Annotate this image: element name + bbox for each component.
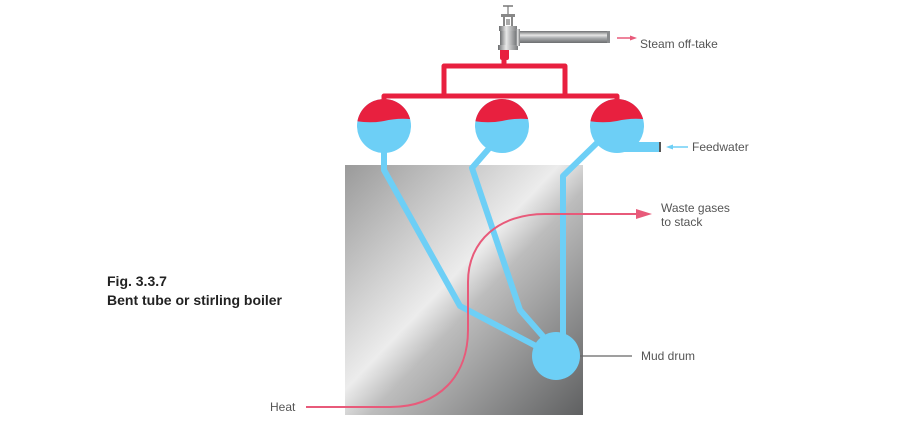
figure-caption: Fig. 3.3.7 Bent tube or stirling boiler [107,272,282,310]
mud-drum [532,332,580,380]
steam-valve-icon [498,5,520,50]
gas-flow-path [306,213,638,408]
label-waste-gases-2: to stack [661,215,703,229]
steam-header-upper [441,63,568,96]
feedwater-inlet-cap [659,142,661,152]
label-feedwater: Feedwater [692,140,749,154]
water-tube-middle [469,143,558,352]
steam-drum-left [357,99,411,153]
figure-number: Fig. 3.3.7 [107,273,167,289]
label-mud-drum: Mud drum [641,349,696,363]
steam-header [381,52,620,104]
steam-offtake-pipe [520,31,610,43]
water-tube-right [560,137,603,345]
steam-offtake-arrow-icon [630,35,637,41]
water-tubes [381,137,603,359]
steam-offtake-pipe-end [607,31,610,43]
water-tube-left [381,150,557,359]
label-steam-offtake: Steam off-take [640,37,718,51]
figure-title: Bent tube or stirling boiler [107,292,283,308]
label-waste-gases-1: Waste gases [661,201,730,215]
steam-riser-neck [500,48,509,60]
steam-drum-middle [475,99,529,153]
feedwater-arrow-icon [666,144,673,150]
feedwater-inlet-pipe [622,142,660,152]
label-heat: Heat [270,400,296,414]
waste-gases-arrow-icon [636,209,652,219]
